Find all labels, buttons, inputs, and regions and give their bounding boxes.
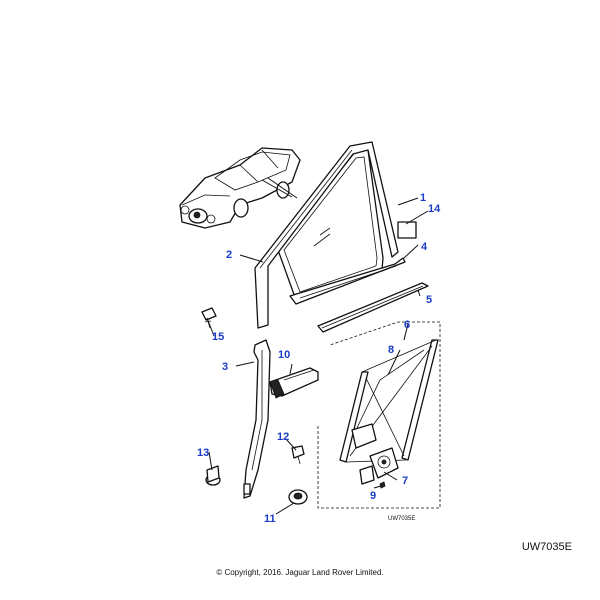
callout-8: 8 [388,344,394,356]
window-regulator [339,339,439,463]
callout-14: 14 [428,203,441,215]
copyright-notice: © Copyright, 2016. Jaguar Land Rover Lim… [216,568,384,577]
screw-15 [201,307,217,329]
screw-12 [291,445,305,465]
callout-10: 10 [278,349,290,361]
regulator-group-box [317,321,441,509]
diagram-ref-small: UW7035E [388,516,415,522]
callout-5: 5 [426,294,432,306]
car-illustration [179,147,301,229]
callout-15: 15 [212,331,224,343]
callout-13: 13 [197,447,209,459]
callout-7: 7 [402,475,408,487]
callout-6: 6 [404,319,410,331]
callout-4: 4 [421,241,428,253]
nut-11 [288,489,308,505]
callout-2: 2 [226,249,232,261]
callout-1: 1 [420,192,426,204]
leader-lines [206,197,429,515]
rear-glass-guide [243,339,271,499]
outer-waist-seal [289,257,406,305]
regulator-motor [359,447,399,485]
diagram-ref-code: UW7035E [521,541,572,553]
trim-cover [269,367,319,399]
callout-11: 11 [264,513,276,525]
callout-12: 12 [277,431,289,443]
label-sticker [397,221,417,239]
callout-9: 9 [370,490,376,502]
screw-9 [379,481,386,489]
glass-run-channel [254,141,399,329]
callout-3: 3 [222,361,228,373]
bolt-13 [205,465,221,486]
